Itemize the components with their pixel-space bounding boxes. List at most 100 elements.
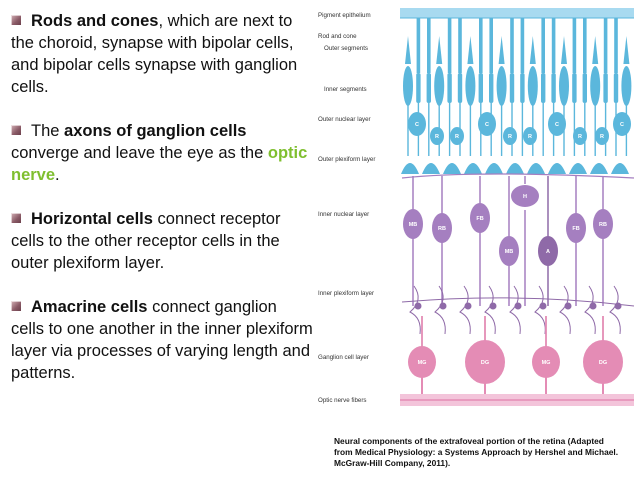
- rod-inner-segment: [447, 73, 452, 103]
- inner-cell-letter: MB: [409, 222, 418, 228]
- receptor-nucleus: [595, 127, 609, 145]
- rod-inner-segment: [572, 73, 577, 103]
- label-ganglion-cell-layer: Ganglion cell layer: [318, 354, 369, 361]
- synaptic-terminal: [548, 163, 566, 174]
- inner-nuclear-cell: [470, 203, 490, 233]
- receptor-letter: C: [555, 122, 559, 128]
- bullet-text: connect ganglion cells to one another in…: [11, 298, 313, 382]
- ganglion-cell: [532, 346, 560, 378]
- ipl-synapse: [589, 302, 597, 310]
- inner-nuclear-cell: [538, 236, 558, 266]
- rod-inner-segment: [603, 73, 608, 103]
- cone-inner-segment: [621, 66, 632, 106]
- ipl-synapse: [539, 302, 547, 310]
- rod-outer-segment: [427, 18, 431, 73]
- bullet-term: Horizontal cells: [31, 210, 153, 228]
- cone-outer-segment: [623, 36, 630, 64]
- synaptic-terminal: [464, 163, 482, 174]
- ipl-branch: [534, 285, 546, 335]
- rod-outer-segment: [479, 18, 483, 73]
- synaptic-terminal: [401, 163, 419, 174]
- bullet-square-icon: [11, 301, 21, 311]
- bullet-square-icon: [11, 125, 21, 135]
- ganglion-letter: DG: [599, 360, 607, 366]
- receptor-nucleus: [613, 112, 631, 136]
- rod-inner-segment: [509, 73, 515, 103]
- inner-nuclear-cell: [432, 213, 452, 243]
- rod-inner-segment: [541, 73, 546, 103]
- ganglion-cells: MG DG MG DG: [408, 316, 623, 384]
- rod-outer-segment: [572, 18, 577, 73]
- rod-inner-segment: [613, 73, 619, 103]
- bullet-list: Rods and cones, which are next to the ch…: [11, 10, 313, 384]
- ganglion-cell: [583, 340, 623, 384]
- ipl-branch: [509, 285, 521, 335]
- rod-outer-segment: [510, 18, 514, 73]
- receptor-nucleus: [573, 127, 587, 145]
- rod-inner-segment: [416, 73, 421, 103]
- ipl-synapse: [464, 302, 472, 310]
- ipl-branch: [434, 285, 446, 335]
- optic-nerve-fibers: [400, 376, 634, 406]
- ipl-synapse: [489, 302, 497, 310]
- rod-inner-segment: [489, 73, 494, 103]
- ganglion-letter: MG: [418, 360, 427, 366]
- synaptic-terminal: [527, 163, 545, 174]
- receptor-nucleus: [548, 112, 566, 136]
- bullet-text: The: [31, 122, 65, 140]
- label-outer-plexiform-layer: Outer plexiform layer: [318, 156, 376, 163]
- receptor-letter: R: [600, 134, 604, 140]
- ipl-branch: [484, 285, 496, 335]
- rod-outer-segment: [520, 18, 525, 73]
- inner-nuclear-cell: [566, 213, 586, 243]
- receptor-letter: C: [620, 122, 624, 128]
- rod-inner-segment: [520, 73, 525, 103]
- bullet-square-icon: [11, 15, 21, 25]
- label-optic-nerve-fibers: Optic nerve fibers: [318, 397, 367, 404]
- ganglion-cell: [465, 340, 505, 384]
- rod-outer-segment: [583, 18, 587, 73]
- ganglion-letter: MG: [542, 360, 551, 366]
- receptor-letter: R: [435, 134, 439, 140]
- label-outer-segments: Outer segments: [324, 45, 369, 52]
- ipl-branch: [559, 285, 571, 335]
- cone-outer-segment: [592, 36, 599, 64]
- synaptic-terminal: [506, 163, 524, 174]
- ipl-branch: [584, 285, 596, 335]
- receptor-nucleus: [478, 112, 496, 136]
- inner-nuclear-cell: [593, 209, 613, 239]
- receptor-nucleus: [430, 127, 444, 145]
- ganglion-cell: [408, 346, 436, 378]
- rod-outer-segment: [541, 18, 545, 73]
- rod-outer-segment: [614, 18, 618, 73]
- synaptic-terminal: [590, 163, 608, 174]
- bullet-text: .: [55, 166, 60, 184]
- ipl-branch: [409, 285, 421, 335]
- inner-plexiform-processes: [401, 285, 635, 335]
- cone-outer-segment: [498, 36, 505, 64]
- rod-outer-segment: [458, 18, 462, 73]
- cone-inner-segment: [434, 66, 445, 106]
- cone-inner-segment: [496, 66, 507, 106]
- inner-cell-letter: MB: [505, 249, 514, 255]
- ganglion-letter: DG: [481, 360, 489, 366]
- ipl-synapse: [564, 302, 572, 310]
- synaptic-terminal: [422, 163, 440, 174]
- rod-inner-segment: [551, 73, 556, 103]
- bullet-highlight: optic nerve: [11, 144, 308, 184]
- receptor-letter: R: [578, 134, 582, 140]
- bullet-amacrine-cells: Amacrine cells connect ganglion cells to…: [11, 296, 313, 384]
- cone-outer-segment: [561, 36, 567, 64]
- ipl-synapse: [439, 302, 447, 310]
- pigment-band: [400, 8, 634, 18]
- cone-inner-segment: [527, 66, 538, 106]
- label-pigment-epithelium: Pigment epithelium: [318, 12, 371, 19]
- cone-inner-segment: [559, 66, 569, 106]
- bullet-text: , which are next to the choroid, synapse…: [11, 12, 298, 96]
- label-inner-plexiform-layer: Inner plexiform layer: [318, 290, 375, 297]
- inner-cell-letter: RB: [599, 222, 607, 228]
- rod-inner-segment: [457, 73, 463, 103]
- inner-nuclear-cell: [511, 185, 539, 207]
